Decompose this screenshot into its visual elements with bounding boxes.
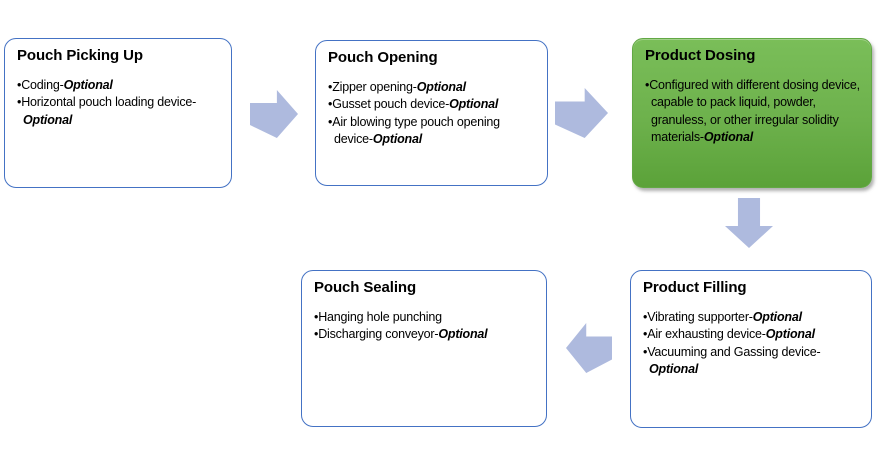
flow-arrow-right-2-icon (555, 88, 608, 138)
node-pouch-sealing: Pouch Sealing Hanging hole punching Disc… (301, 270, 547, 427)
bullet-item: Air blowing type pouch opening device-Op… (328, 114, 537, 149)
node-bullet-list: Hanging hole punching Discharging convey… (314, 309, 536, 344)
node-title: Pouch Picking Up (17, 47, 143, 64)
node-bullet-list: Zipper opening-Optional Gusset pouch dev… (328, 79, 537, 148)
bullet-item: Vacuuming and Gassing device-Optional (643, 344, 861, 379)
bullet-item: Discharging conveyor-Optional (314, 326, 536, 343)
node-title: Product Filling (643, 279, 747, 296)
node-title: Pouch Opening (328, 49, 438, 66)
node-title: Product Dosing (645, 47, 756, 64)
node-product-dosing: Product Dosing Configured with different… (632, 38, 872, 188)
flow-arrow-left-icon (566, 323, 612, 373)
node-product-filling: Product Filling Vibrating supporter-Opti… (630, 270, 872, 428)
bullet-item: Gusset pouch device-Optional (328, 96, 537, 113)
node-pouch-picking-up: Pouch Picking Up Coding-Optional Horizon… (4, 38, 232, 188)
node-bullet-list: Vibrating supporter-Optional Air exhaust… (643, 309, 861, 378)
node-title: Pouch Sealing (314, 279, 417, 296)
node-bullet-list: Coding-Optional Horizontal pouch loading… (17, 77, 221, 129)
bullet-item: Hanging hole punching (314, 309, 536, 326)
node-pouch-opening: Pouch Opening Zipper opening-Optional Gu… (315, 40, 548, 186)
bullet-item: Air exhausting device-Optional (643, 326, 861, 343)
bullet-item: Zipper opening-Optional (328, 79, 537, 96)
flow-arrow-down-icon (725, 198, 773, 248)
flow-arrow-right-1-icon (250, 90, 298, 138)
node-bullet-list: Configured with different dosing device,… (645, 77, 863, 146)
bullet-item: Horizontal pouch loading device-Optional (17, 94, 221, 129)
bullet-item: Coding-Optional (17, 77, 221, 94)
bullet-item: Vibrating supporter-Optional (643, 309, 861, 326)
bullet-item: Configured with different dosing device,… (645, 77, 863, 146)
